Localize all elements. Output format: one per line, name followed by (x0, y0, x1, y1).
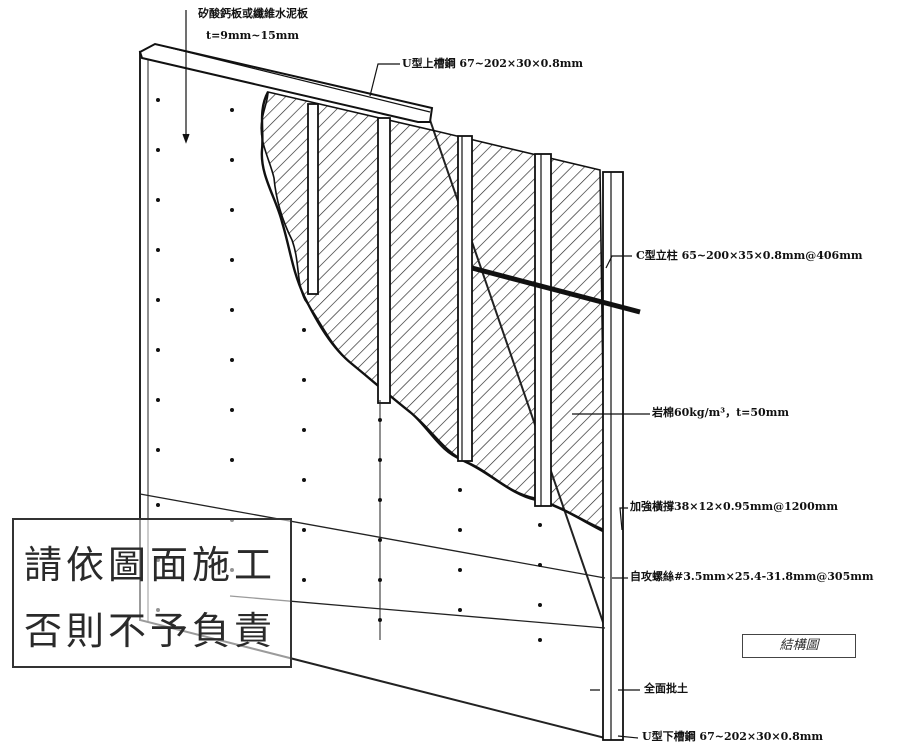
board-thickness-label: t=9mm~15mm (206, 29, 300, 42)
bracing-label: 加強橫撐38×12×0.95mm@1200mm (630, 500, 839, 513)
stamp-line-1: 請依圖面施工 (24, 543, 277, 587)
logo: 結構圖 (742, 634, 856, 658)
c-studs (307, 103, 624, 741)
screw-label: 自攻螺絲#3.5mm×25.4-31.8mm@305mm (630, 570, 874, 583)
top-track-label: U型上槽鋼 67~202×30×0.8mm (402, 57, 584, 70)
putty-label: 全面批土 (644, 682, 688, 695)
stamp-line-2: 否則不予負責 (24, 609, 277, 653)
stud-label: C型立柱 65~200×35×0.8mm@406mm (636, 249, 863, 262)
board-label: 矽酸鈣板或纖維水泥板 (198, 7, 308, 20)
insulation-label: 岩棉60kg/m³，t=50mm (652, 406, 789, 419)
bracing-bar (471, 265, 641, 315)
bottom-track-label: U型下槽鋼 67~202×30×0.8mm (642, 730, 824, 743)
disclaimer-stamp: 請依圖面施工 否則不予負責 (12, 518, 292, 668)
